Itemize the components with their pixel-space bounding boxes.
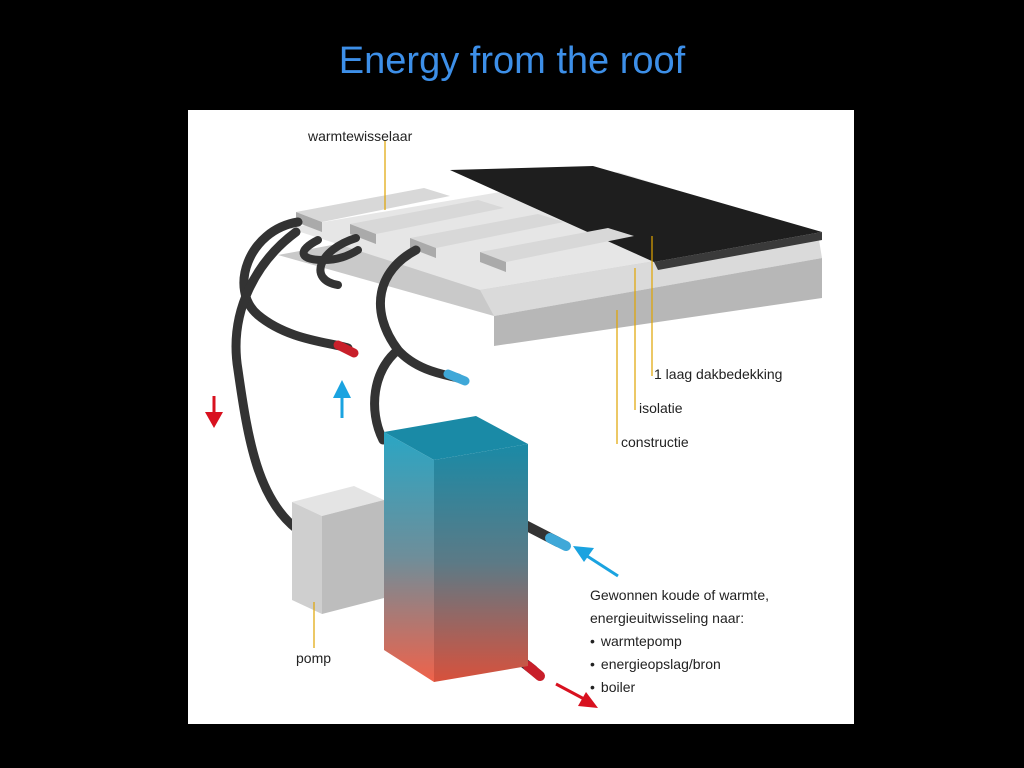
tank-inlet-tip [545, 533, 571, 551]
description-line-1: Gewonnen koude of warmte, [590, 587, 769, 603]
cold-pipe-tip [443, 369, 470, 386]
roof-covering-front [654, 232, 822, 270]
list-item: energieopslag/bron [590, 653, 769, 676]
label-construction: constructie [621, 434, 689, 450]
arrow-up-icon [333, 380, 351, 418]
label-heat-exchanger: warmtewisselaar [308, 128, 413, 144]
label-pump: pomp [296, 650, 332, 666]
list-item: warmtepomp [590, 630, 769, 653]
list-item: boiler [590, 676, 769, 699]
exchanger-tank [384, 416, 528, 682]
label-leader-lines [313, 140, 653, 648]
label-roof-covering: 1 laag dakbedekking [654, 366, 783, 382]
roof-layers [278, 166, 822, 346]
description-line-2: energieuitwisseling naar: [590, 610, 745, 626]
slide-title: Energy from the roof [338, 40, 686, 82]
label-insulation: isolatie [639, 400, 683, 416]
roof-diagram: warmtewisselaar 1 laag dakbedekking isol… [188, 110, 854, 724]
heat-exchanger-strips [296, 188, 634, 272]
diagram-illustration [205, 140, 822, 708]
arrow-in-icon [573, 546, 619, 578]
tank-outlet-tip [523, 661, 545, 681]
roof-covering-layer [450, 166, 822, 262]
hot-pipe-tip [333, 340, 359, 358]
exchange-description: Gewonnen koude of warmte, energieuitwiss… [590, 584, 769, 699]
construction-layer-front [494, 258, 822, 346]
arrow-down-icon [205, 396, 223, 428]
destination-list: warmtepomp energieopslag/bron boiler [590, 630, 769, 699]
pump-box [292, 486, 384, 614]
arrow-out-icon [555, 682, 598, 708]
